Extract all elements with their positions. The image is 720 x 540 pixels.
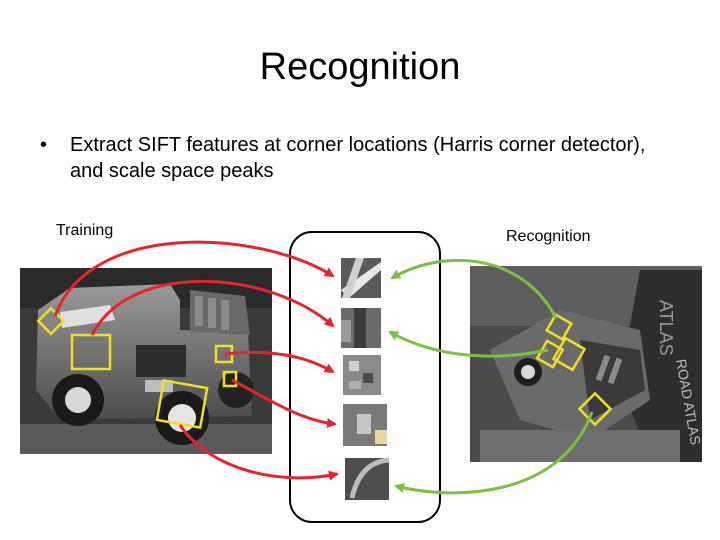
bullet-item: • Extract SIFT features at corner locati… (40, 132, 680, 184)
training-arrow (231, 378, 337, 429)
recognition-feature-box (544, 312, 574, 342)
recognition-feature-box (577, 391, 613, 427)
recognition-feature-box (535, 339, 565, 369)
training-arrow (178, 424, 339, 481)
training-photo (20, 268, 272, 454)
training-label: Training (56, 222, 114, 239)
feature-patch (341, 308, 381, 348)
recognition-arrow (394, 411, 594, 495)
recognition-label: Recognition (506, 228, 591, 245)
training-feature-box (155, 379, 209, 429)
feature-patch (345, 457, 390, 500)
feature-patch (343, 404, 387, 446)
recognition-photo: ATLAS ROAD ATLAS (470, 266, 704, 462)
feature-patch (343, 355, 381, 395)
recognition-feature-box (551, 336, 587, 372)
training-arrow (53, 240, 335, 317)
bullet-text: Extract SIFT features at corner location… (70, 134, 646, 182)
training-arrow (90, 279, 335, 336)
training-feature-box (70, 333, 112, 371)
feature-patch (341, 258, 381, 298)
bullet-symbol: • (40, 134, 48, 156)
recognition-arrow (388, 330, 549, 358)
training-feature-box (36, 306, 66, 336)
svg-text:ATLAS: ATLAS (656, 300, 676, 356)
slide-title: Recognition (259, 46, 461, 88)
training-arrow (223, 350, 335, 374)
recognition-arrow (390, 258, 558, 319)
training-feature-box (222, 370, 238, 388)
